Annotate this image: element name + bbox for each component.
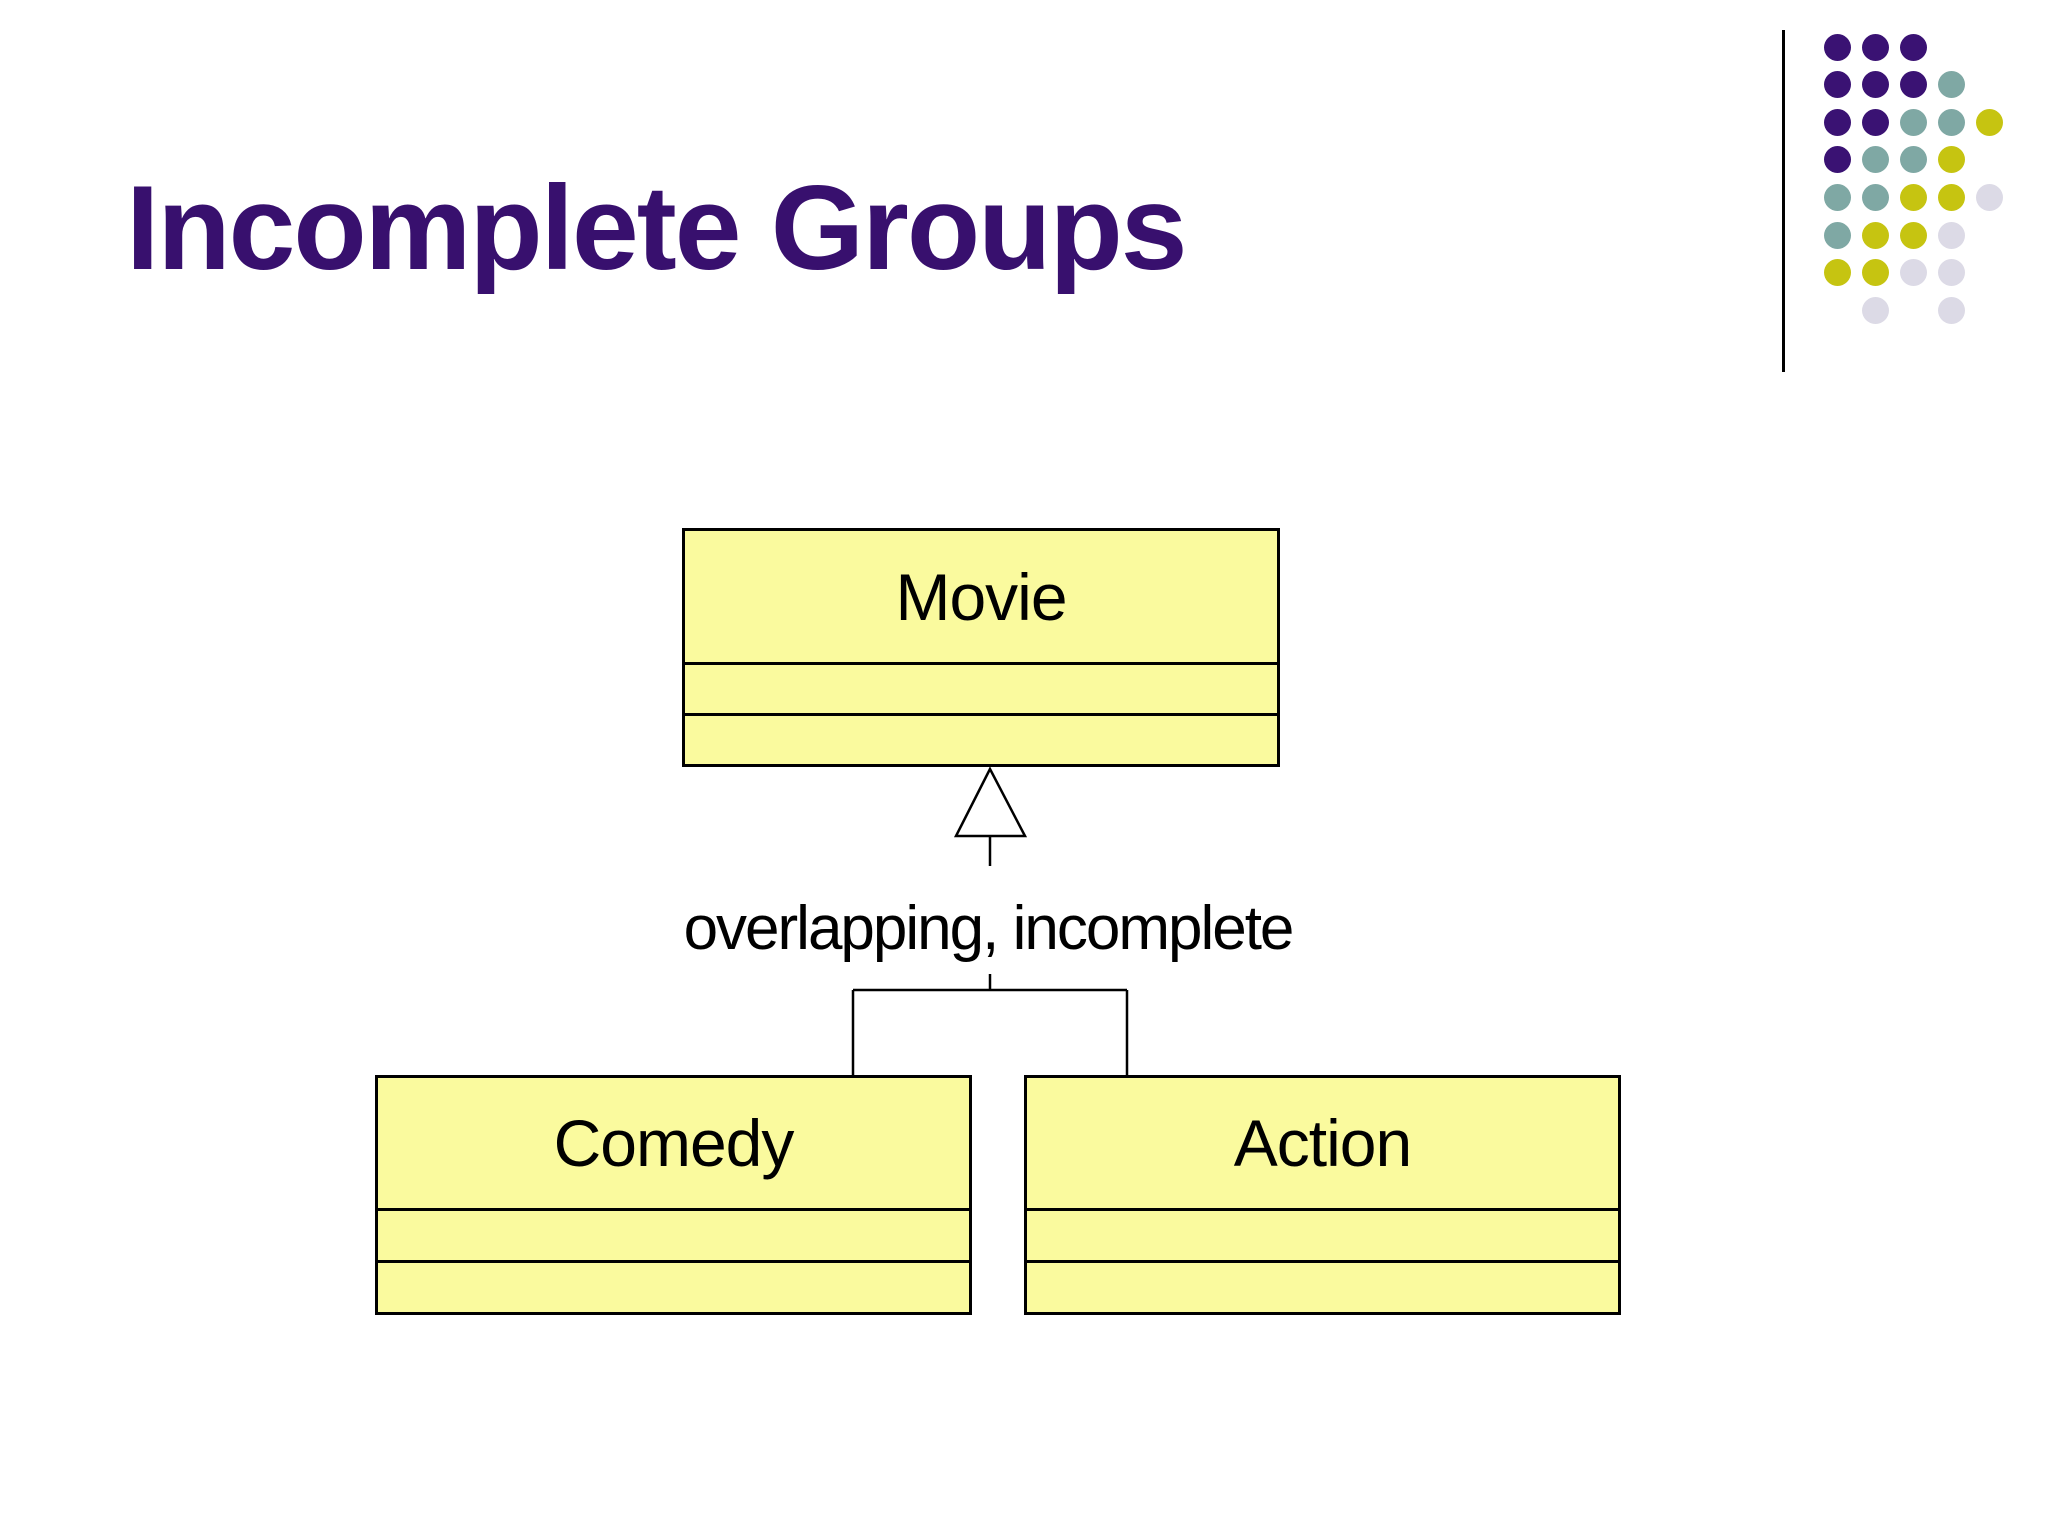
- class-box-comedy: Comedy: [375, 1075, 972, 1315]
- class-attributes-comedy: [378, 1211, 969, 1263]
- decoration-vertical-line: [1782, 30, 1785, 372]
- class-attributes-action: [1027, 1211, 1618, 1263]
- generalization-triangle-icon: [953, 766, 1028, 838]
- page-title: Incomplete Groups: [126, 161, 1187, 295]
- class-box-movie: Movie: [682, 528, 1280, 767]
- class-name-comedy: Comedy: [378, 1078, 969, 1211]
- generalization-label: overlapping, incomplete: [683, 894, 1295, 963]
- class-operations-action: [1027, 1263, 1618, 1312]
- class-operations-movie: [685, 716, 1277, 764]
- class-name-action: Action: [1027, 1078, 1618, 1211]
- class-attributes-movie: [685, 665, 1277, 716]
- class-name-movie: Movie: [685, 531, 1277, 665]
- class-box-action: Action: [1024, 1075, 1621, 1315]
- class-operations-comedy: [378, 1263, 969, 1312]
